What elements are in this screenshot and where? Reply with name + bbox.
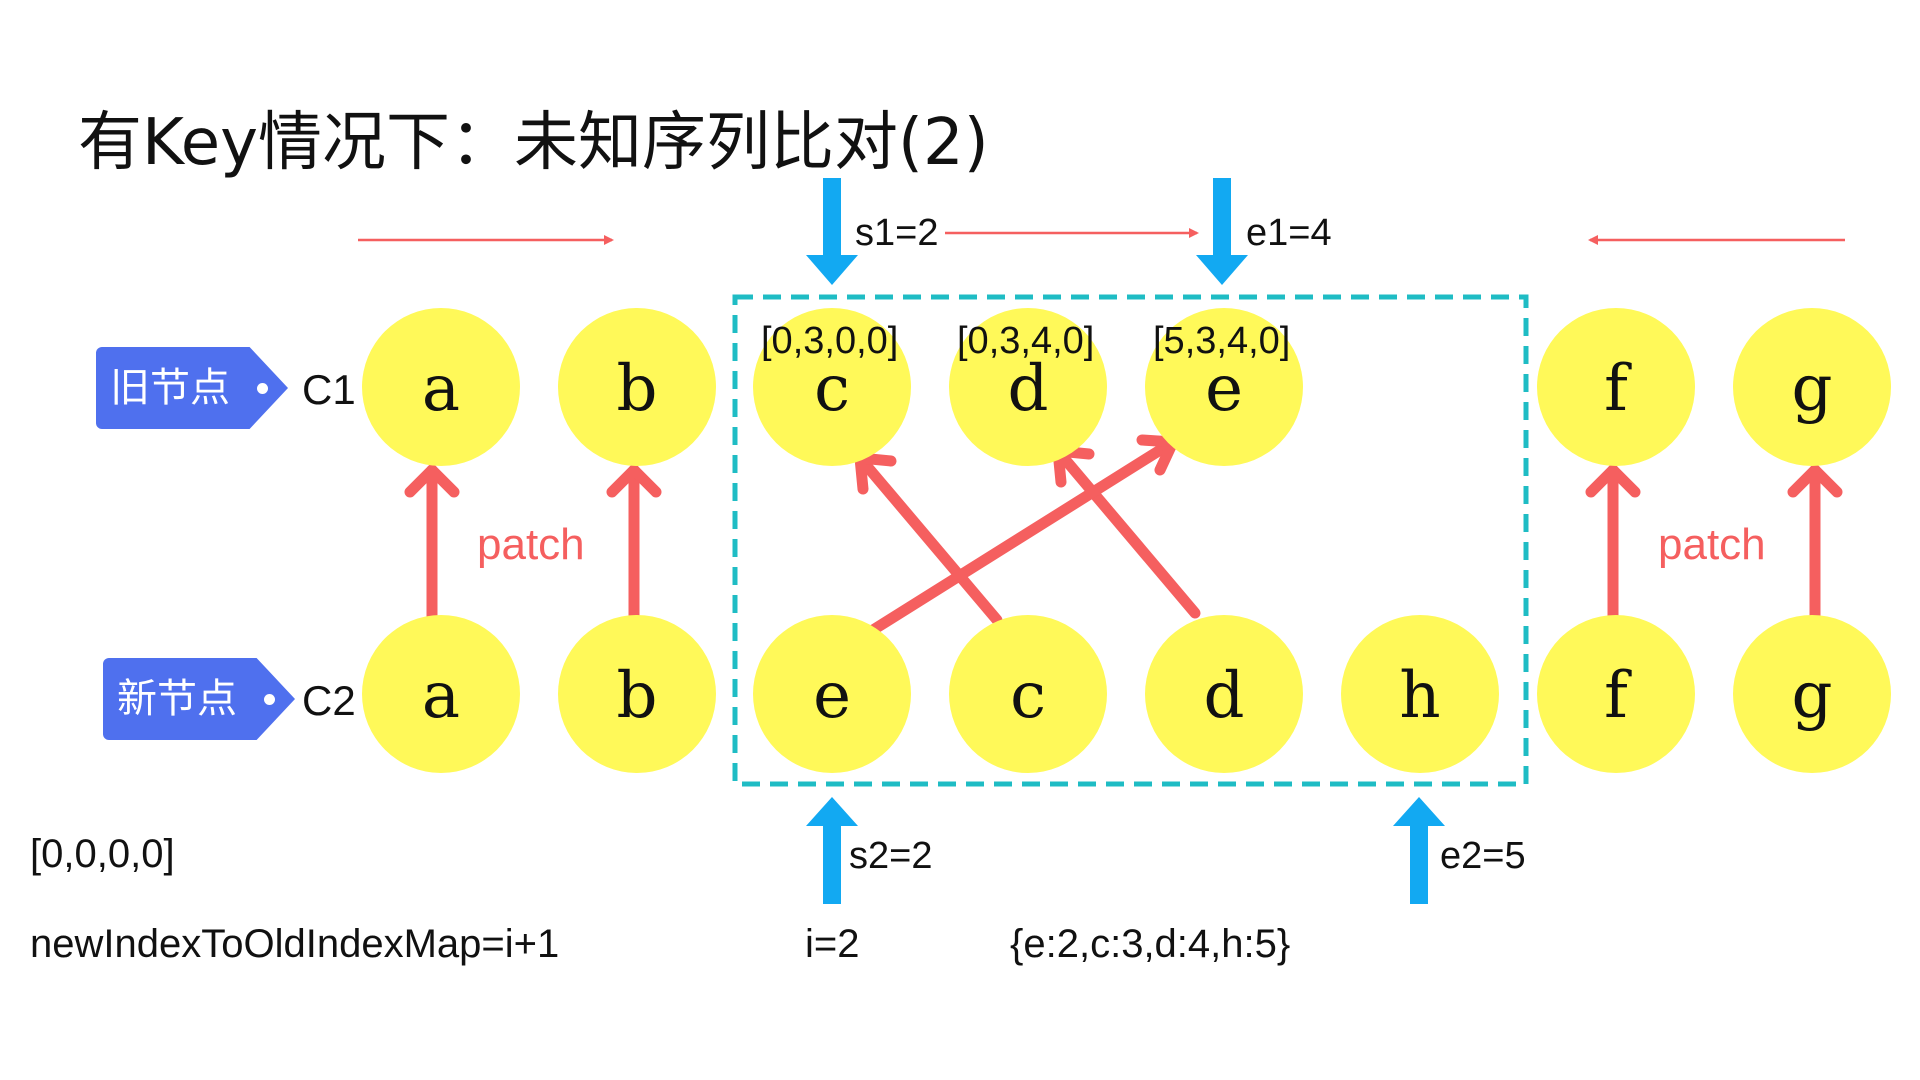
old-node: f <box>1537 308 1695 466</box>
old-node-label: g <box>1791 352 1833 426</box>
old-node: a <box>362 308 520 466</box>
initial-map-text: [0,0,0,0] <box>30 832 175 876</box>
unknown-sequence-box <box>732 294 1529 787</box>
new-node-label: b <box>616 659 658 733</box>
new-node-label: d <box>1203 659 1245 733</box>
e1-label: e1=4 <box>1246 212 1332 254</box>
s2-label: s2=2 <box>849 835 933 877</box>
move-arrow-d <box>1052 445 1201 619</box>
old-node-label: b <box>616 352 658 426</box>
old-nodes-tag: 旧节点 <box>96 347 288 429</box>
index-vector-e: [5,3,4,0] <box>1153 320 1291 362</box>
old-node-label: e <box>1205 352 1243 426</box>
tag-dot-icon <box>257 383 268 394</box>
key-map-text: {e:2,c:3,d:4,h:5} <box>1010 922 1291 966</box>
patch-label-right: patch <box>1658 520 1766 569</box>
c1-label: C1 <box>302 366 356 413</box>
new-node-label: c <box>1010 659 1046 733</box>
old-node: c <box>753 308 911 466</box>
old-node-label: c <box>814 352 850 426</box>
e1-pointer-arrow <box>1196 178 1248 285</box>
old-node-label: a <box>421 352 461 426</box>
new-node-label: a <box>421 659 461 733</box>
new-nodes-tag: 新节点 <box>103 658 295 740</box>
new-node: g <box>1733 615 1891 773</box>
old-nodes-tag-label: 旧节点 <box>110 365 230 411</box>
s1-pointer-arrow <box>806 178 858 285</box>
old-node-label: d <box>1007 352 1049 426</box>
new-node-label: f <box>1604 659 1628 733</box>
e2-pointer-arrow <box>1393 797 1445 904</box>
new-node-label: h <box>1399 659 1441 733</box>
new-nodes-tag-label: 新节点 <box>117 676 237 722</box>
old-node-label: f <box>1604 352 1628 426</box>
move-arrow-c <box>854 452 1003 626</box>
tag-dot-icon <box>264 694 275 705</box>
patch-arrows <box>404 434 1843 636</box>
page-title: 有Key情况下：未知序列比对(2) <box>78 106 989 180</box>
c2-label: C2 <box>302 677 356 724</box>
move-arrow-e <box>867 436 1179 636</box>
new-node: c <box>949 615 1107 773</box>
i-value-text: i=2 <box>805 922 860 966</box>
new-node: e <box>753 615 911 773</box>
old-node: d <box>949 308 1107 466</box>
index-vector-d: [0,3,4,0] <box>957 320 1095 362</box>
new-node: f <box>1537 615 1695 773</box>
old-node: b <box>558 308 716 466</box>
index-vector-c: [0,3,0,0] <box>761 320 899 362</box>
e2-label: e2=5 <box>1440 835 1526 877</box>
new-node-label: g <box>1791 659 1833 733</box>
new-node: d <box>1145 615 1303 773</box>
new-node: a <box>362 615 520 773</box>
old-node: e <box>1145 308 1303 466</box>
s1-label: s1=2 <box>855 212 939 254</box>
new-node: h <box>1341 615 1499 773</box>
map-rule-text: newIndexToOldIndexMap=i+1 <box>30 922 560 966</box>
old-node: g <box>1733 308 1891 466</box>
new-node-label: e <box>813 659 851 733</box>
s2-pointer-arrow <box>806 797 858 904</box>
new-node: b <box>558 615 716 773</box>
patch-label-left: patch <box>477 520 585 569</box>
